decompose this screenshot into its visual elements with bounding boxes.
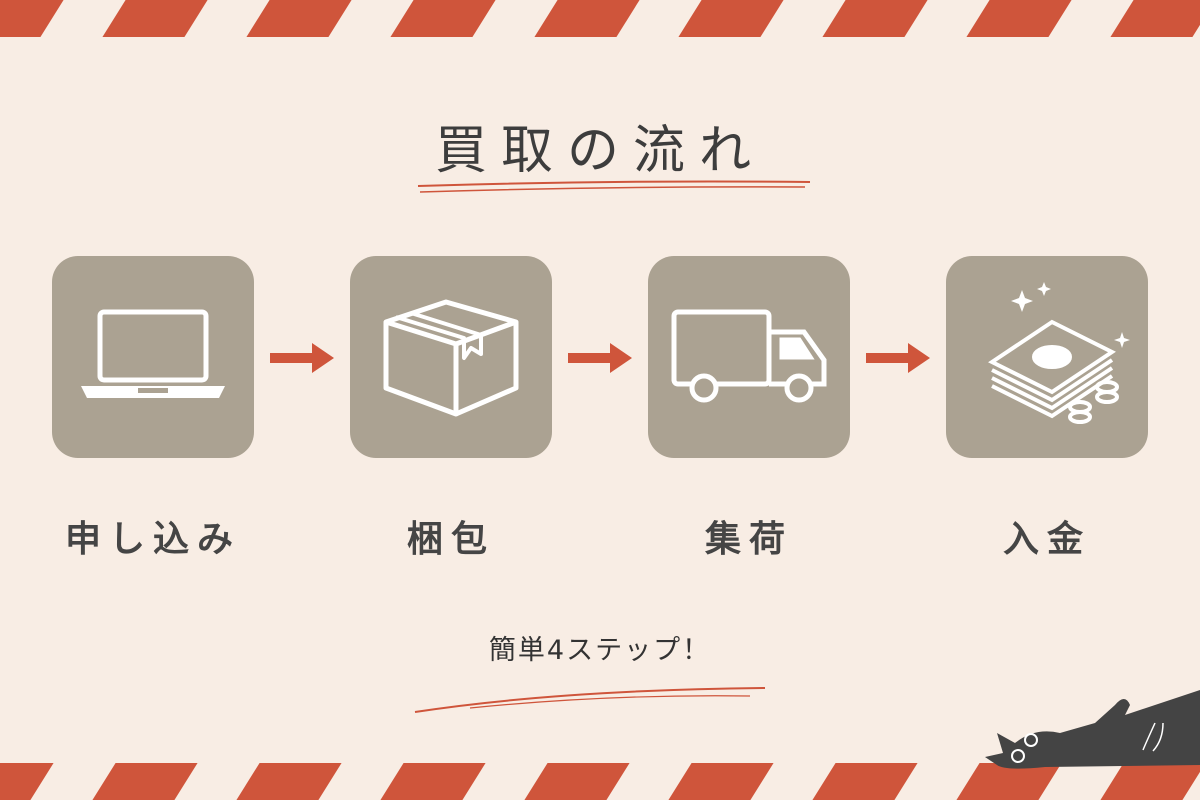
stripe [0, 763, 54, 800]
stripe [0, 0, 64, 37]
top-stripe-border [0, 0, 1200, 37]
stripe [524, 763, 630, 800]
step-tile-pickup [648, 256, 850, 458]
stripe [1110, 0, 1200, 37]
step-tile-pack [350, 256, 552, 458]
cat-illustration [985, 690, 1200, 769]
step-label-pickup: 集荷 [704, 519, 793, 560]
stripe [668, 763, 774, 800]
arrow-icon [568, 343, 632, 373]
truck-icon [671, 309, 827, 403]
stripe [380, 763, 486, 800]
stripe [966, 0, 1072, 37]
stripe [92, 763, 198, 800]
stripe [534, 0, 640, 37]
arrow-icon [270, 343, 334, 373]
stripe [812, 763, 918, 800]
step-label-payment: 入金 [1002, 519, 1091, 560]
money-icon [988, 282, 1130, 424]
page-title: 買取の流れ [434, 121, 765, 181]
title-underline [417, 180, 811, 193]
stripe [246, 0, 352, 37]
step-tile-apply [52, 256, 254, 458]
subtitle-underline [414, 687, 766, 713]
step-label-pack: 梱包 [406, 519, 495, 560]
stripe [102, 0, 208, 37]
stripe [236, 763, 342, 800]
step-tile-payment [946, 256, 1148, 458]
stripe [822, 0, 928, 37]
subtitle: 簡単4ステップ！ [488, 635, 712, 666]
arrow-icon [866, 343, 930, 373]
stripe [678, 0, 784, 37]
stripe [390, 0, 496, 37]
laptop-icon [81, 309, 225, 398]
box-icon [383, 299, 519, 417]
step-label-apply: 申し込み [64, 519, 241, 560]
